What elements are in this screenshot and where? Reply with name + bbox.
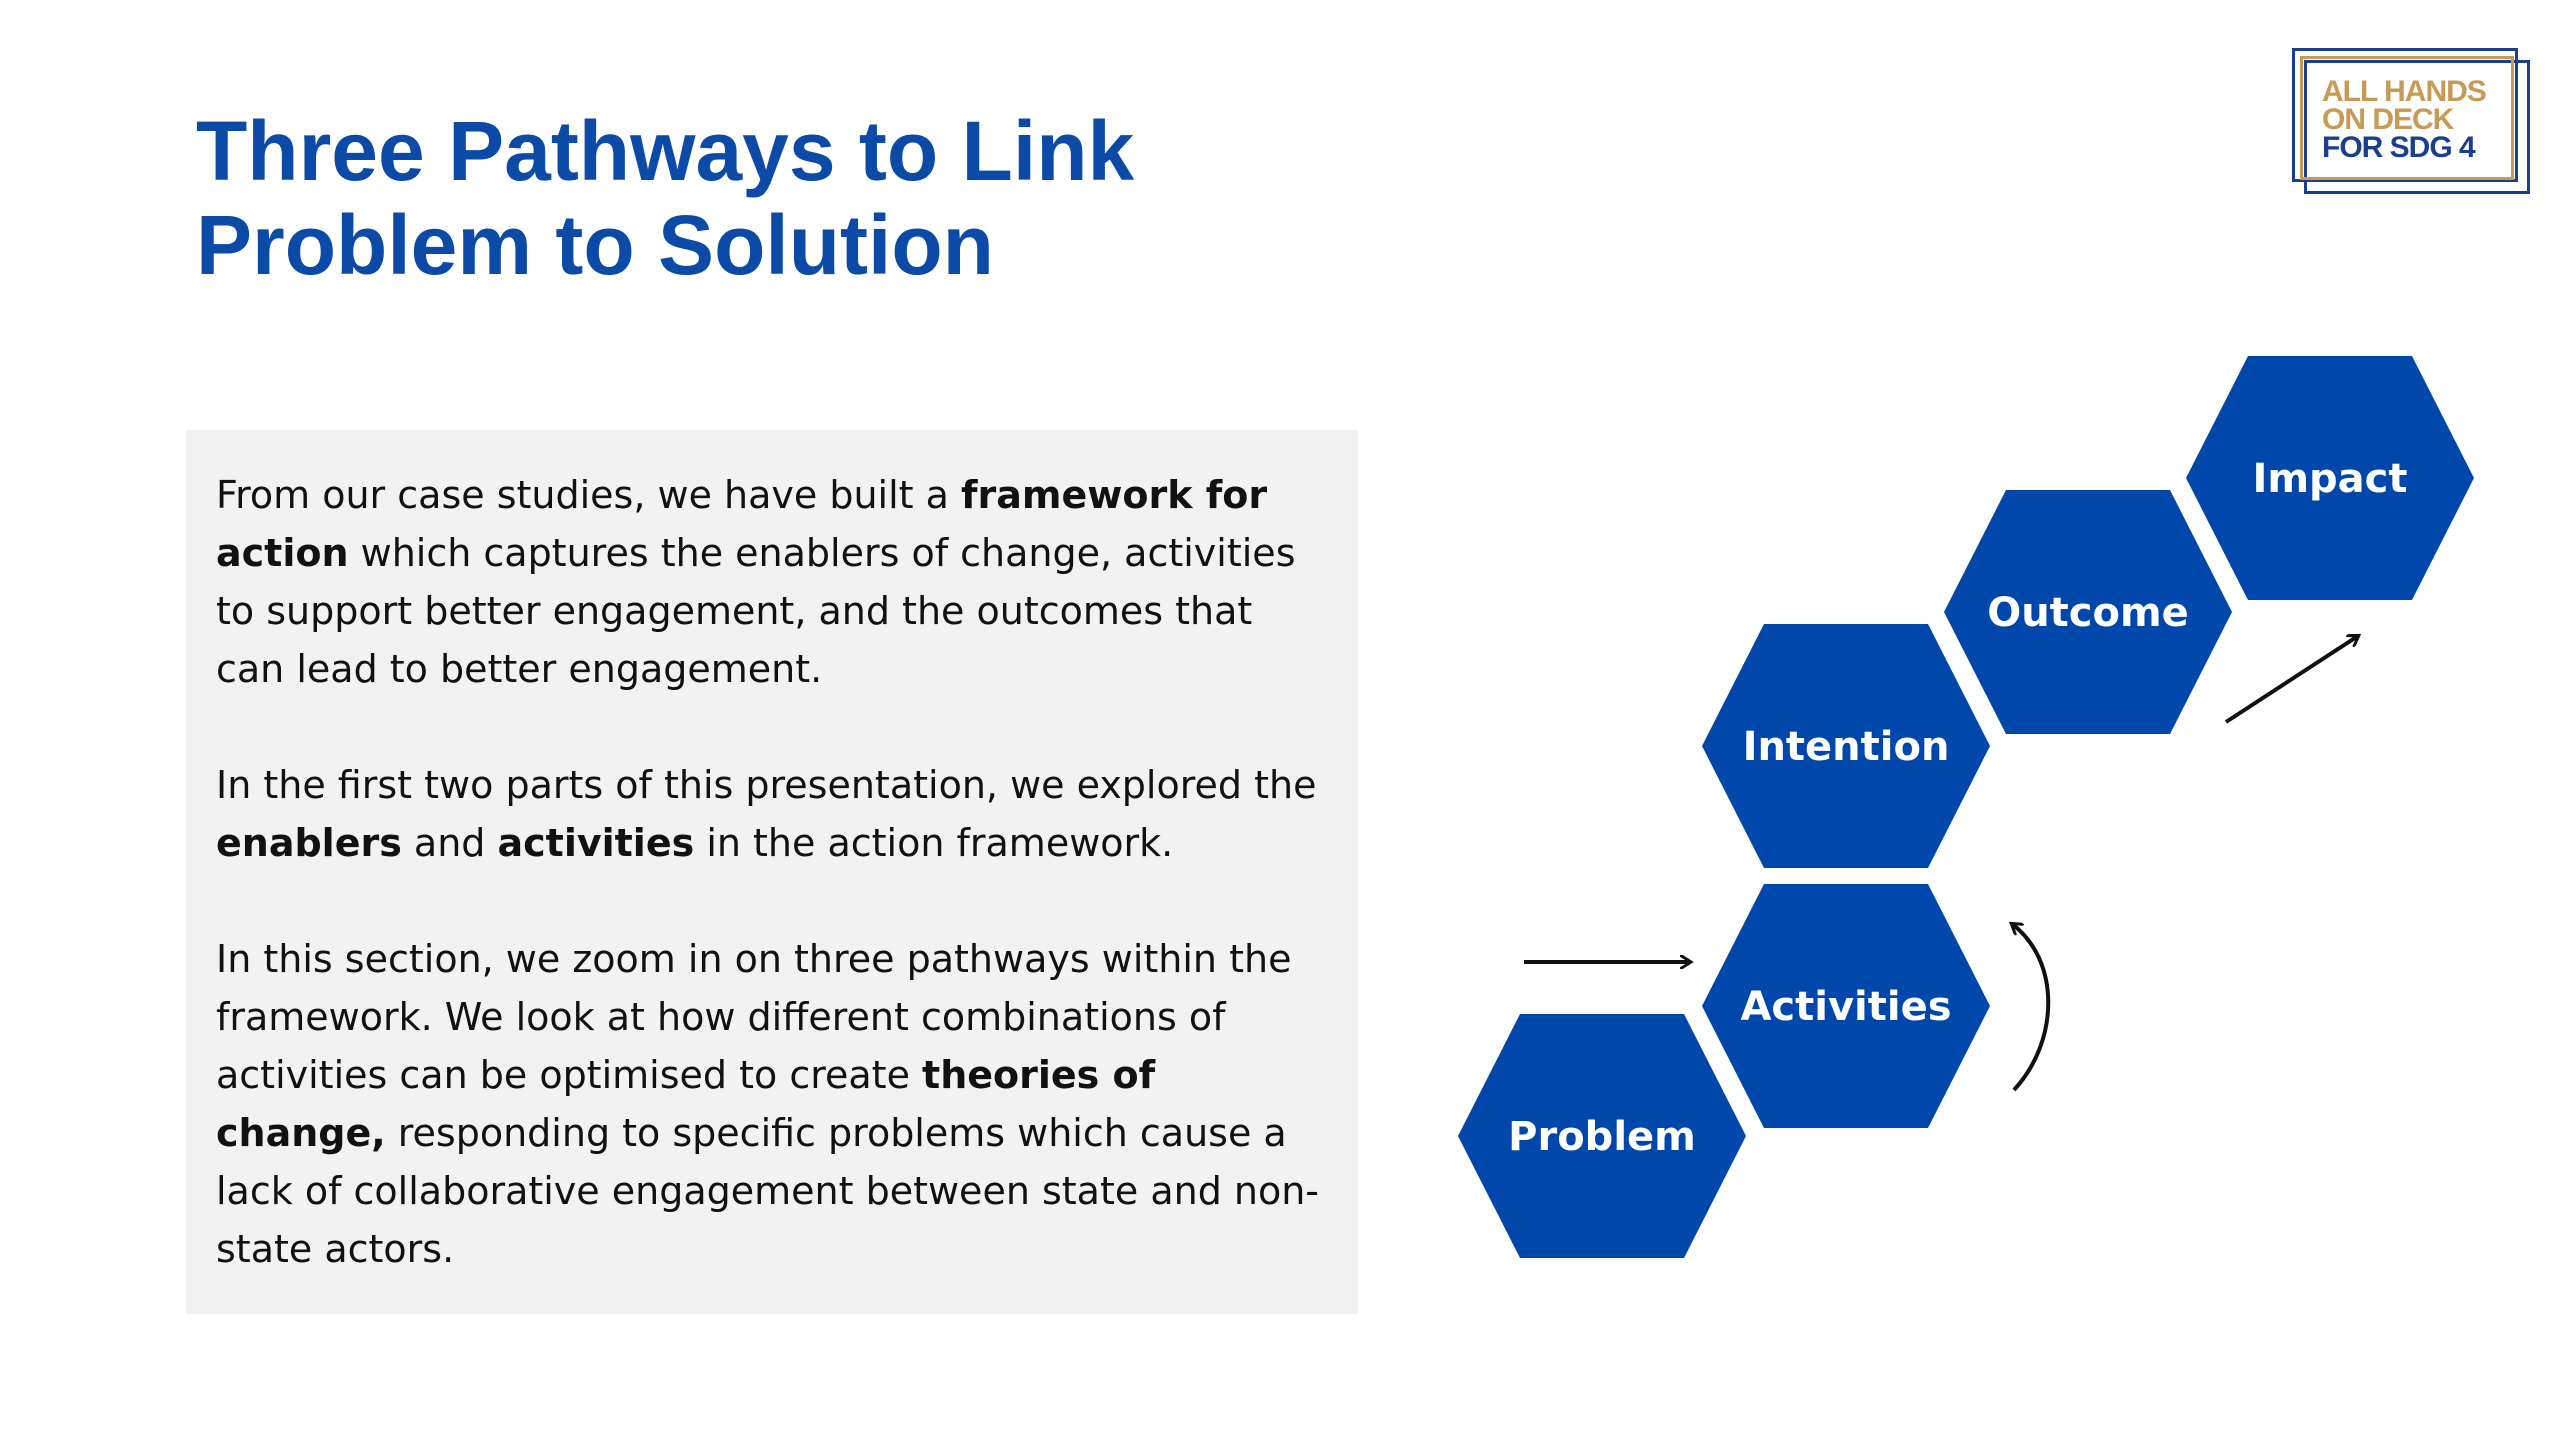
hexagon-label-intention: Intention xyxy=(1743,724,1950,770)
logo-line-3: FOR SDG 4 xyxy=(2322,131,2476,164)
logo-line-1: ALL HANDS xyxy=(2322,75,2487,108)
hexagon-label-impact: Impact xyxy=(2252,456,2407,502)
p2-bold-enablers: enablers xyxy=(216,821,402,865)
title-line-2: Problem to Solution xyxy=(196,198,994,292)
all-hands-on-deck-logo: ALL HANDS ON DECK FOR SDG 4 xyxy=(2292,48,2530,194)
body-paragraph-2: In the first two parts of this presentat… xyxy=(216,756,1328,872)
p3-text-1: In this section, we zoom in on three pat… xyxy=(216,937,1292,1097)
body-paragraph-1: From our case studies, we have built a f… xyxy=(216,466,1328,698)
p3-text-2: responding to specific problems which ca… xyxy=(216,1111,1320,1271)
page-title: Three Pathways to Link Problem to Soluti… xyxy=(196,104,1134,292)
body-text-box: From our case studies, we have built a f… xyxy=(186,430,1358,1314)
hexagon-shape-activities xyxy=(1702,884,1990,1128)
hexagon-label-problem: Problem xyxy=(1508,1114,1696,1160)
logo-text: ALL HANDS ON DECK FOR SDG 4 xyxy=(2322,75,2487,164)
hexagon-activities: Activities xyxy=(1702,884,1990,1128)
p2-text-2: and xyxy=(401,821,498,865)
title-line-1: Three Pathways to Link xyxy=(196,104,1135,198)
logo-frame-inner xyxy=(2300,56,2514,180)
p3-bold-theories: theories of change, xyxy=(216,1053,1156,1155)
arrow-outcome-to-impact-icon xyxy=(2224,636,2358,724)
logo-line-2: ON DECK xyxy=(2322,103,2454,136)
arrow-activities-to-intention-icon xyxy=(2012,924,2051,1092)
p2-bold-activities: activities xyxy=(497,821,695,865)
p2-text-3: in the action framework. xyxy=(694,821,1174,865)
hexagon-shape-outcome xyxy=(1944,490,2232,734)
hexagon-label-activities: Activities xyxy=(1740,984,1951,1030)
hexagon-impact: Impact xyxy=(2186,356,2474,600)
hexagon-shape-impact xyxy=(2186,356,2474,600)
hexagon-intention: Intention xyxy=(1702,624,1990,868)
p1-text-2: which captures the enablers of change, a… xyxy=(216,531,1296,691)
p1-text-1: From our case studies, we have built a xyxy=(216,473,962,517)
p2-text-1: In the first two parts of this presentat… xyxy=(216,763,1317,807)
p1-bold-framework: framework for action xyxy=(216,473,1268,575)
hexagon-shape-intention xyxy=(1702,624,1990,868)
logo-frame-offset xyxy=(2304,60,2530,194)
body-paragraph-3: In this section, we zoom in on three pat… xyxy=(216,930,1328,1278)
hexagon-shape-problem xyxy=(1458,1014,1746,1258)
hexagon-label-outcome: Outcome xyxy=(1987,590,2189,636)
hexagon-problem: Problem xyxy=(1458,1014,1746,1258)
hexagon-outcome: Outcome xyxy=(1944,490,2232,734)
logo-frame-outer xyxy=(2292,48,2518,182)
